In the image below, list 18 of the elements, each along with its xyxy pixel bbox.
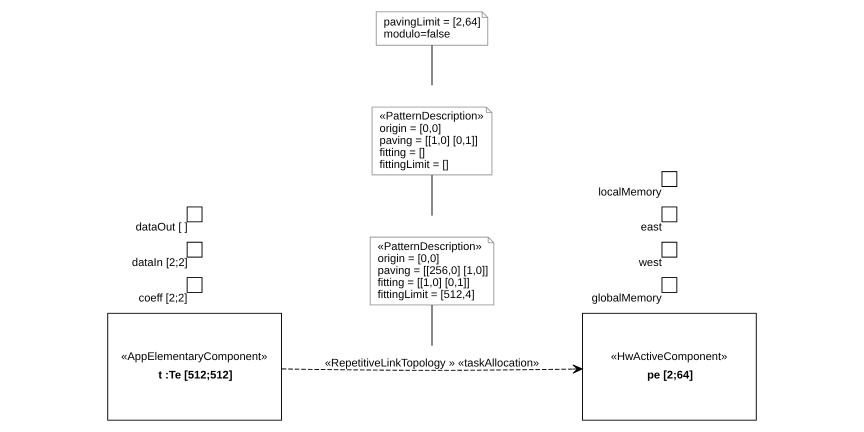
- node-label: dataOut [ ]: [136, 222, 188, 234]
- node-box: «HwActiveComponent» pe [2;64]: [582, 312, 757, 421]
- node-box: [662, 277, 678, 293]
- node-box: «AppElementaryComponent» t :Te [512;512]: [107, 312, 282, 421]
- node-box: [186, 277, 202, 293]
- edge-label: «RepetitiveLinkTopology » «taskAllocation»: [324, 357, 540, 370]
- arrow: [281, 364, 583, 374]
- node-label: east: [640, 222, 662, 234]
- node-label: localMemory: [598, 186, 662, 198]
- node-box: [662, 206, 678, 222]
- node-box: [662, 171, 678, 187]
- node-label: dataIn [2;2]: [132, 257, 188, 270]
- node-box: [186, 206, 202, 222]
- node-label: coeff [2;2]: [138, 292, 188, 304]
- node-box: [186, 242, 202, 258]
- node-label: west: [638, 257, 662, 270]
- node-box: [662, 242, 678, 258]
- node-label: globalMemory: [592, 292, 662, 304]
